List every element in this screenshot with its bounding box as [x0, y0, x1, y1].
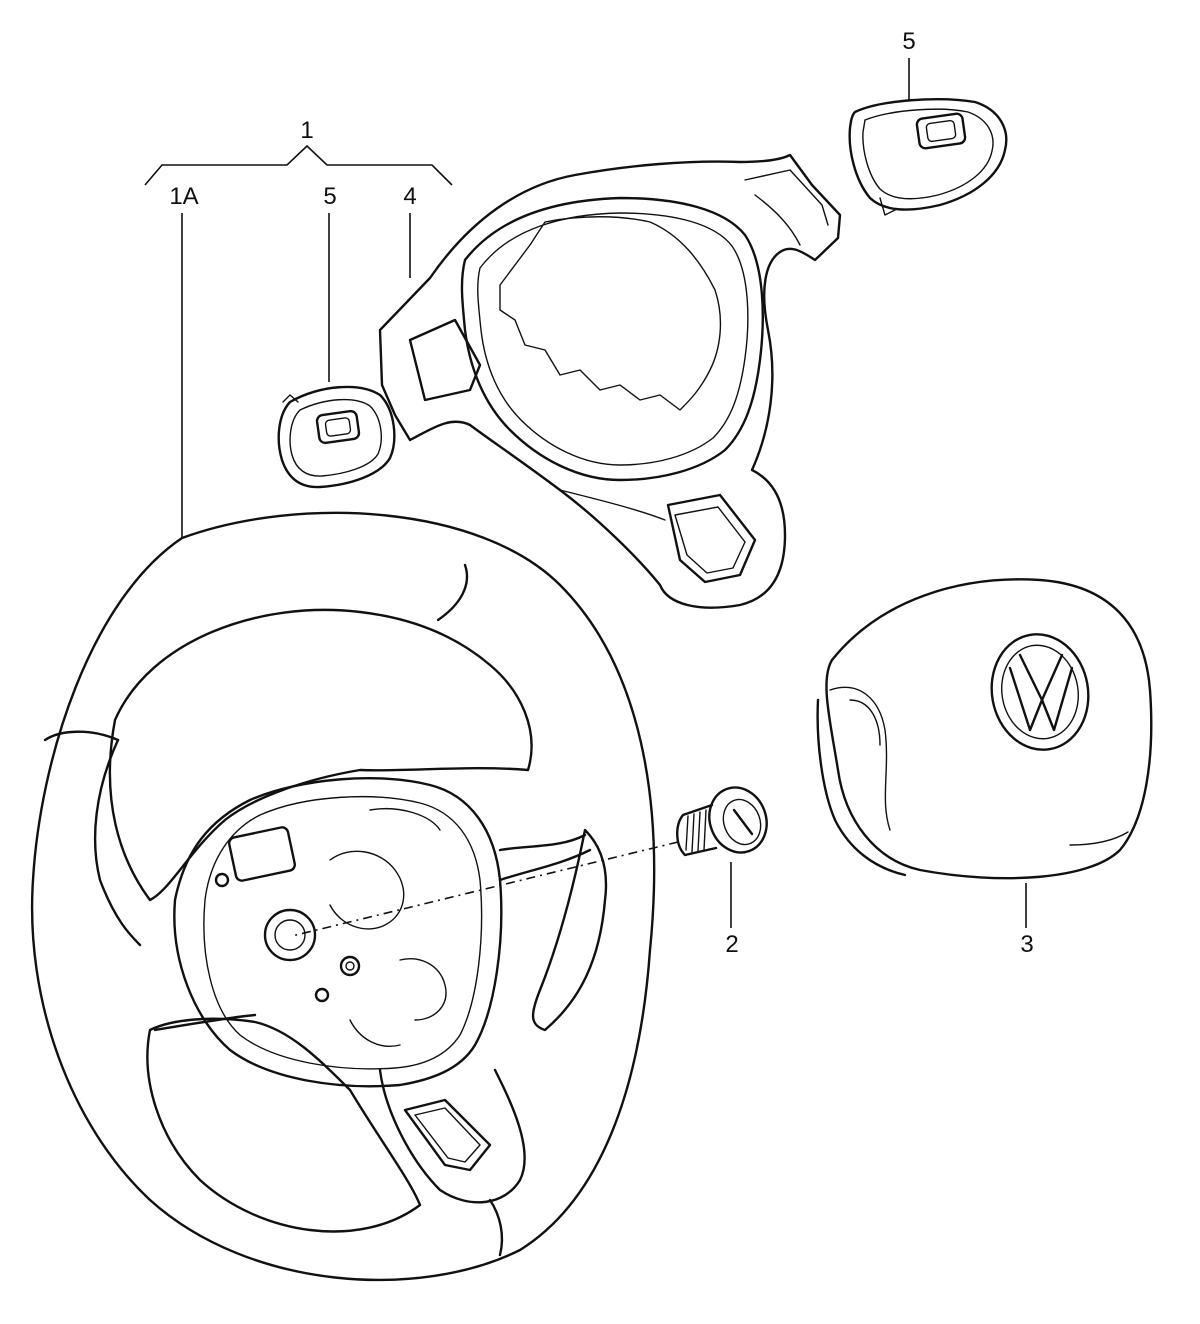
callout-1a: 1A: [169, 183, 198, 210]
wheel-inner-opening-top: [108, 608, 533, 902]
left-spoke-lower: [153, 1013, 257, 1032]
hub-casting-detail-3: [369, 808, 441, 831]
screw-thread-shank: [676, 803, 718, 857]
mf-button-right-rocker: [915, 112, 967, 150]
trim-cover-cutout: [499, 216, 722, 411]
screw: [676, 786, 768, 857]
multifunction-button-right: [848, 98, 1008, 216]
callout-4: 4: [403, 183, 416, 210]
wheel-inner-opening-lower-left: [146, 1017, 422, 1233]
wheel-inner-opening-lower-right: [531, 828, 608, 1032]
bracket-1: [144, 144, 453, 186]
airbag-side-panel: [829, 686, 891, 831]
mf-button-left-rocker: [315, 409, 361, 445]
callout-5-left: 5: [323, 183, 336, 210]
rim-seam-top: [436, 563, 469, 622]
wheel-hub-outline: [173, 777, 503, 1088]
screw-head: [708, 786, 768, 854]
mf-button-left-face: [289, 398, 382, 477]
hub-connector-block: [227, 826, 297, 882]
trim-cover-outline: [378, 153, 842, 609]
mf-button-left-rocker-inner: [324, 417, 352, 437]
hub-casting-detail-1: [329, 850, 405, 930]
airbag-unit: [816, 578, 1153, 880]
hub-center-boss-inner: [274, 919, 306, 951]
screw-threads: [685, 809, 707, 853]
hub-casting-detail-2: [399, 958, 447, 1021]
vw-logo-ring-outer: [990, 633, 1090, 751]
mf-button-left-clip: [282, 394, 299, 403]
screw-axis-line: [291, 841, 679, 937]
mf-button-right-clip: [879, 197, 896, 216]
callout-5-right: 5: [902, 28, 915, 55]
mf-button-right-face: [862, 108, 994, 200]
mf-button-right-outline: [848, 98, 1008, 211]
left-spoke-top: [93, 738, 142, 947]
trim-cover-lower-edge: [559, 489, 666, 521]
trim-cover: [378, 153, 842, 609]
rim-seam-left: [43, 730, 120, 742]
screw-slot: [732, 808, 754, 836]
airbag-outline: [825, 578, 1153, 880]
rim-seam-bottom: [488, 1198, 504, 1257]
trim-cover-ring-outer: [460, 196, 764, 482]
airbag-side-panel-detail: [849, 699, 881, 746]
bottom-spoke-button-inner: [414, 1107, 481, 1163]
right-spoke-lower: [498, 848, 592, 882]
trim-cover-ring-inner: [477, 212, 749, 466]
wheel-outer-rim: [30, 511, 656, 1282]
hub-hole-2-inner: [345, 961, 355, 971]
mf-button-right-rocker-inner: [925, 119, 957, 143]
callout-2: 2: [725, 931, 738, 958]
trim-cover-bottom-opening-inner: [674, 506, 746, 574]
trim-cover-left-button-opening: [408, 318, 482, 402]
screw-head-face: [722, 798, 762, 846]
mf-button-left-outline: [277, 385, 396, 489]
trim-cover-right-arm-inner: [754, 194, 801, 246]
bottom-spoke: [378, 1068, 526, 1204]
leader-lines: [144, 58, 1027, 937]
multifunction-button-left: [277, 385, 396, 489]
steering-wheel: [30, 511, 656, 1282]
callout-1: 1: [300, 117, 313, 144]
right-spoke-upper: [498, 833, 587, 852]
bottom-spoke-button: [403, 1098, 492, 1172]
hub-hole-3: [314, 987, 330, 1003]
callout-3: 3: [1020, 931, 1033, 958]
vw-logo-ring-inner: [1000, 644, 1080, 740]
wheel-hub-inner: [203, 795, 483, 1070]
hub-center-boss: [263, 908, 317, 962]
hub-casting-detail-4: [349, 1019, 401, 1047]
airbag-side-edge: [816, 698, 907, 877]
hub-hole-1: [214, 872, 230, 888]
trim-cover-right-arm-detail: [744, 169, 829, 226]
vw-logo-v: [1018, 653, 1064, 702]
hub-hole-2: [339, 955, 361, 977]
trim-cover-bottom-opening: [666, 493, 757, 584]
airbag-bottom-edge: [1069, 831, 1129, 846]
